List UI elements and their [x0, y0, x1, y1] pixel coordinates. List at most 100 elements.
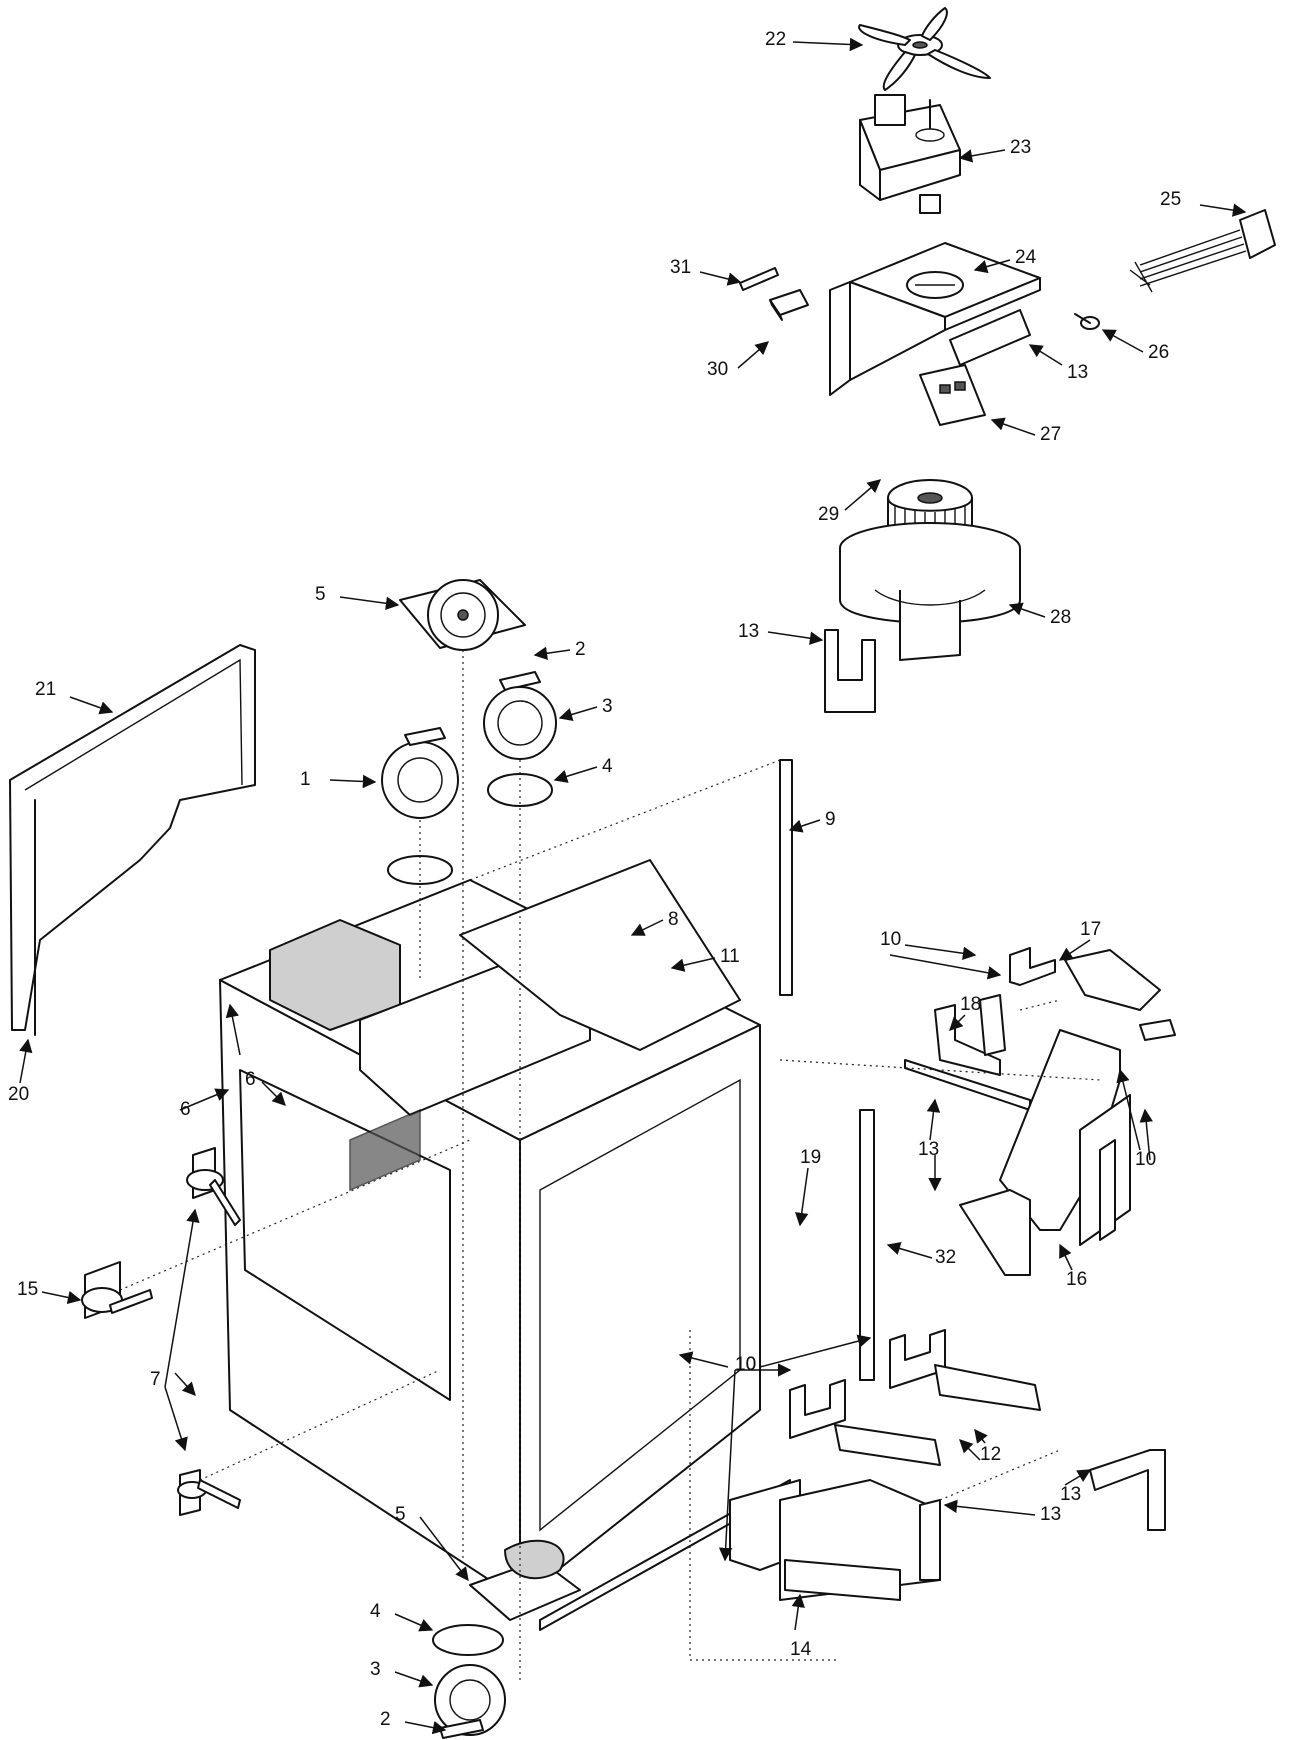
- motor-part: [859, 94, 961, 214]
- callout-leader-18: [949, 1014, 966, 1031]
- turntable-parts-upper: [381, 579, 557, 885]
- callout-leader-5: [339, 596, 400, 611]
- callout-label-13: 13: [1040, 1504, 1061, 1525]
- callout-label-10: 10: [880, 929, 901, 950]
- callout-leader-19: [795, 1167, 809, 1227]
- callout-leader-32: [886, 1241, 933, 1259]
- callout-leader-26: [1101, 329, 1144, 353]
- callout-label-13: 13: [1067, 362, 1088, 383]
- callout-label-28: 28: [1050, 607, 1071, 628]
- callout-leader-4: [553, 766, 598, 783]
- callout-label-10: 10: [1135, 1149, 1156, 1170]
- callout-leader-12: [974, 1428, 988, 1444]
- air-duct-parts-upper: [904, 947, 1176, 1276]
- callout-label-12: 12: [980, 1444, 1001, 1465]
- callout-label-17: 17: [1080, 919, 1101, 940]
- callout-leader-extra: [889, 954, 1002, 980]
- callout-leader-28: [1008, 602, 1046, 618]
- cavity-assembly: [219, 759, 875, 1631]
- callout-label-7: 7: [150, 1369, 161, 1390]
- power-cord-part: [1129, 209, 1276, 293]
- side-panel-part: [9, 644, 256, 1036]
- callout-leader-21: [69, 696, 114, 715]
- callout-label-4: 4: [602, 756, 613, 777]
- callout-leader-1: [329, 774, 377, 789]
- fan-blade-part: [858, 7, 991, 91]
- callout-leader-24: [973, 259, 1011, 274]
- callout-leader-15: [41, 1290, 82, 1305]
- callout-leader-11: [670, 957, 716, 972]
- callout-leader-30: [737, 341, 770, 369]
- callout-label-24: 24: [1015, 247, 1037, 268]
- callout-leader-13: [926, 1098, 941, 1141]
- callout-leader-2: [404, 1720, 447, 1735]
- callout-leader-2: [533, 646, 571, 660]
- callout-label-6: 6: [180, 1099, 191, 1120]
- callout-leader-17: [1058, 939, 1091, 961]
- callout-label-19: 19: [800, 1147, 821, 1168]
- callout-leader-13: [1064, 1469, 1092, 1486]
- callout-leader-6: [179, 1088, 230, 1111]
- alignment-lines: [119, 650, 1101, 1680]
- callout-leader-14: [791, 1593, 805, 1631]
- callout-leader-23: [958, 149, 1006, 163]
- callout-label-20: 20: [8, 1084, 29, 1105]
- capacitor-parts: [81, 1147, 241, 1516]
- callout-label-13: 13: [1060, 1484, 1081, 1505]
- callout-leader-extra: [718, 1369, 736, 1562]
- callout-label-2: 2: [575, 639, 586, 660]
- callout-leader-16: [1059, 1243, 1073, 1271]
- callout-label-1: 1: [300, 769, 311, 790]
- callout-label-18: 18: [960, 994, 981, 1015]
- callout-label-27: 27: [1040, 424, 1061, 445]
- u-channel-part: [824, 629, 876, 713]
- small-fittings: [739, 267, 809, 321]
- callout-leader-27: [990, 417, 1036, 436]
- callout-leader-20: [19, 1038, 33, 1084]
- callout-label-26: 26: [1148, 342, 1169, 363]
- callout-label-9: 9: [825, 809, 836, 830]
- callout-label-11: 11: [720, 946, 740, 967]
- callout-leader-10: [904, 944, 977, 960]
- callout-label-3: 3: [602, 696, 613, 717]
- callout-label-23: 23: [1010, 137, 1031, 158]
- small-bracket-part: [919, 364, 986, 426]
- callout-leader-extra: [1139, 1108, 1153, 1161]
- callout-label-32: 32: [935, 1247, 956, 1268]
- callout-leader-29: [844, 479, 882, 511]
- callout-label-29: 29: [818, 504, 839, 525]
- callout-leader-13: [943, 1499, 1036, 1516]
- callout-leader-3: [394, 1671, 434, 1688]
- motor-bracket-part: [829, 242, 1041, 396]
- callout-leader-25: [1199, 203, 1247, 217]
- callout-leader-extra: [959, 1439, 981, 1461]
- callout-leader-31: [699, 271, 742, 286]
- air-duct-parts-lower: [729, 1329, 1166, 1601]
- callout-leader-13: [1028, 344, 1063, 366]
- callout-label-5: 5: [315, 584, 326, 605]
- callout-leader-9: [788, 819, 821, 833]
- callout-label-13: 13: [918, 1139, 939, 1160]
- callout-label-3: 3: [370, 1659, 381, 1680]
- callout-label-5: 5: [395, 1504, 406, 1525]
- callout-label-30: 30: [707, 359, 728, 380]
- callout-label-22: 22: [765, 29, 786, 50]
- callout-leader-3: [558, 706, 598, 722]
- callout-leader-10: [678, 1351, 729, 1368]
- callout-leader-extra: [225, 1003, 241, 1056]
- callout-leader-5: [419, 1516, 469, 1582]
- callout-label-4: 4: [370, 1601, 381, 1622]
- callout-leader-8: [630, 919, 664, 936]
- callout-leader-extra: [164, 1386, 188, 1452]
- callout-label-14: 14: [790, 1639, 812, 1660]
- callout-label-15: 15: [17, 1279, 38, 1300]
- callout-leader-22: [792, 37, 864, 52]
- callout-label-16: 16: [1066, 1269, 1087, 1290]
- callout-leader-10: [759, 1334, 872, 1368]
- screw-part: [1074, 313, 1100, 330]
- callout-label-8: 8: [668, 909, 679, 930]
- callout-leader-13: [767, 631, 824, 645]
- turntable-parts-lower: [432, 1539, 581, 1739]
- callout-label-10: 10: [735, 1354, 756, 1375]
